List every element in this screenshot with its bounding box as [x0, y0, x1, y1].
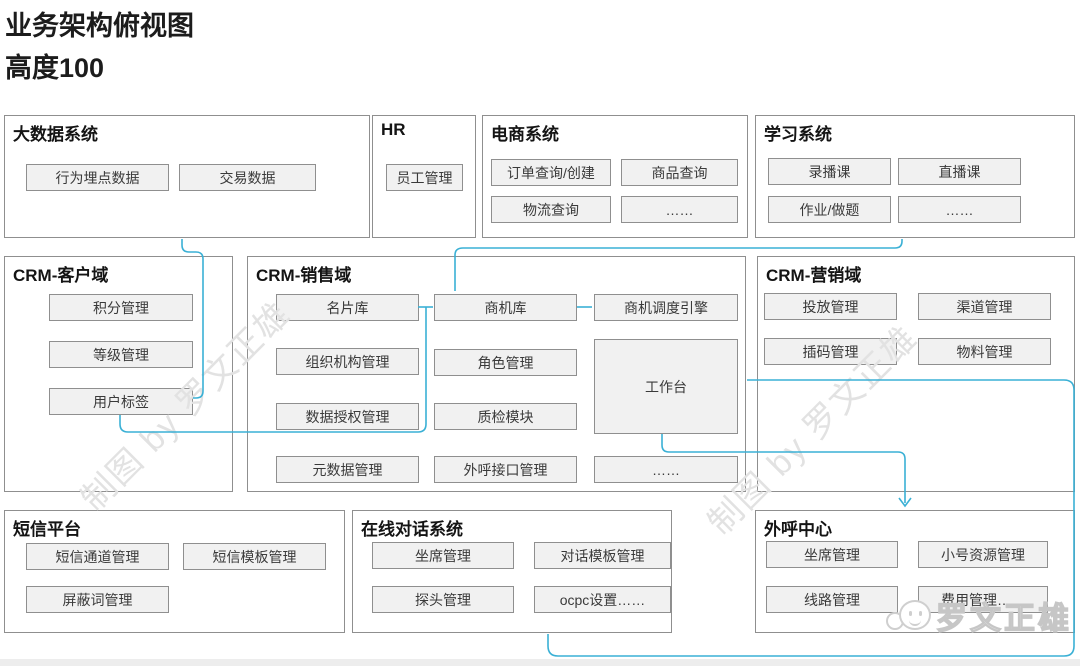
node-fee-management: 费用管理……: [918, 586, 1048, 613]
node-points-management: 积分管理: [49, 294, 193, 321]
connector-arrowhead-callcenter: [898, 497, 912, 508]
node-role-management: 角色管理: [434, 349, 577, 376]
node-sms-template-management: 短信模板管理: [183, 543, 326, 570]
section-label: 短信平台: [13, 520, 81, 539]
node-opportunity-scheduling-engine: 商机调度引擎: [594, 294, 738, 321]
node-outbound-interface-management: 外呼接口管理: [434, 456, 577, 483]
section-ecommerce: 电商系统 订单查询/创建 商品查询 物流查询 ……: [482, 115, 748, 238]
node-recorded-course: 录播课: [768, 158, 891, 185]
section-learning: 学习系统 录播课 直播课 作业/做题 ……: [755, 115, 1075, 238]
node-opportunity-library: 商机库: [434, 294, 577, 321]
node-dialogue-template-management: 对话模板管理: [534, 542, 671, 569]
section-online-chat: 在线对话系统 坐席管理 对话模板管理 探头管理 ocpc设置……: [352, 510, 672, 633]
section-crm-customer: CRM-客户域 积分管理 等级管理 用户标签: [4, 256, 233, 492]
node-product-query: 商品查询: [621, 159, 738, 186]
section-label: CRM-销售域: [256, 266, 352, 285]
node-placement-management: 投放管理: [764, 293, 897, 320]
section-label: CRM-客户域: [13, 266, 109, 285]
node-virtual-number-resource-management: 小号资源管理: [918, 541, 1048, 568]
node-seat-management: 坐席管理: [766, 541, 898, 568]
node-ellipsis: ……: [594, 456, 738, 483]
page-title: 业务架构俯视图 高度100: [5, 6, 194, 90]
section-crm-sales: CRM-销售域 名片库 组织机构管理 数据授权管理 元数据管理 商机库 角色管理…: [247, 256, 746, 492]
section-label: 在线对话系统: [361, 520, 463, 539]
node-level-management: 等级管理: [49, 341, 193, 368]
node-logistics-query: 物流查询: [491, 196, 611, 223]
node-homework-exercises: 作业/做题: [768, 196, 891, 223]
page-title-line1: 业务架构俯视图: [5, 11, 194, 41]
section-label: 电商系统: [491, 125, 559, 144]
node-employee-management: 员工管理: [386, 164, 463, 191]
node-material-management: 物料管理: [918, 338, 1051, 365]
node-workbench: 工作台: [594, 339, 738, 434]
node-user-tags: 用户标签: [49, 388, 193, 415]
node-ellipsis: ……: [898, 196, 1021, 223]
section-sms: 短信平台 短信通道管理 短信模板管理 屏蔽词管理: [4, 510, 345, 633]
section-bigdata: 大数据系统 行为埋点数据 交易数据: [4, 115, 370, 238]
section-callcenter: 外呼中心 坐席管理 小号资源管理 线路管理 费用管理……: [755, 510, 1075, 633]
section-hr: HR 员工管理: [372, 115, 476, 238]
section-label: 学习系统: [764, 125, 832, 144]
node-ellipsis: ……: [621, 196, 738, 223]
node-probe-management: 探头管理: [372, 586, 514, 613]
node-code-insertion-management: 插码管理: [764, 338, 897, 365]
node-live-course: 直播课: [898, 158, 1021, 185]
node-transaction-data: 交易数据: [179, 164, 316, 191]
node-ocpc-settings: ocpc设置……: [534, 586, 671, 613]
node-channel-management: 渠道管理: [918, 293, 1051, 320]
node-seat-management: 坐席管理: [372, 542, 514, 569]
node-order-query-create: 订单查询/创建: [491, 159, 611, 186]
node-blocked-words-management: 屏蔽词管理: [26, 586, 169, 613]
node-quality-inspection-module: 质检模块: [434, 403, 577, 430]
page-title-line2: 高度100: [5, 52, 105, 83]
node-sms-channel-management: 短信通道管理: [26, 543, 169, 570]
section-crm-marketing: CRM-营销域 投放管理 渠道管理 插码管理 物料管理: [757, 256, 1075, 492]
node-metadata-management: 元数据管理: [276, 456, 419, 483]
node-organization-management: 组织机构管理: [276, 348, 419, 375]
node-behavior-tracking-data: 行为埋点数据: [26, 164, 169, 191]
node-data-authorization-management: 数据授权管理: [276, 403, 419, 430]
section-label: HR: [381, 120, 406, 139]
node-line-management: 线路管理: [766, 586, 898, 613]
node-business-card-library: 名片库: [276, 294, 419, 321]
section-label: CRM-营销域: [766, 266, 862, 285]
section-label: 大数据系统: [13, 125, 98, 144]
section-label: 外呼中心: [764, 520, 832, 539]
bottom-strip: [0, 659, 1080, 666]
